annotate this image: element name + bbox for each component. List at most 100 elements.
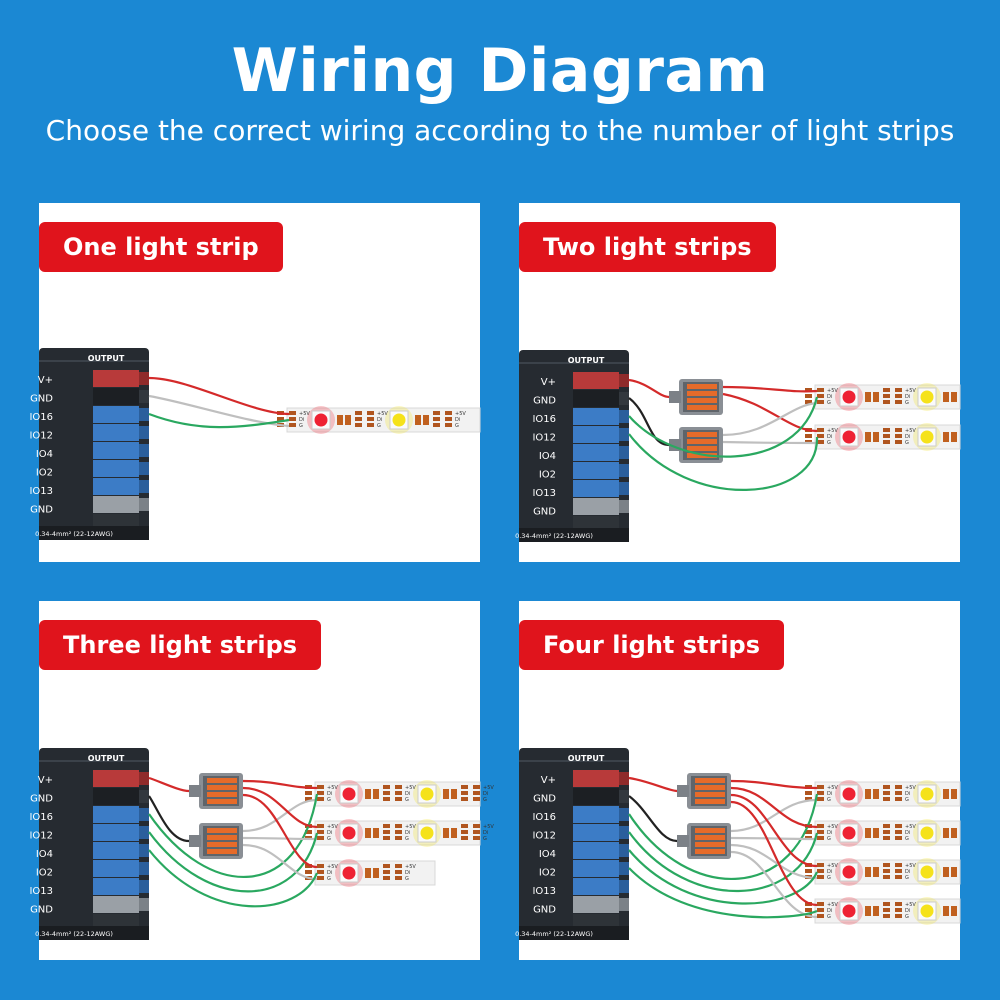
copper-pad [817,875,824,879]
pad-label-g: G [483,797,487,803]
copper-pad [317,797,324,801]
copper-pad [305,870,312,874]
wire-gnd-out [730,836,818,841]
copper-pad [383,870,390,874]
wire-vplus-out [730,786,818,829]
output-label: OUTPUT [88,354,125,363]
copper-pad [805,388,812,392]
pad-label-g: G [827,914,831,920]
copper-pad [895,875,902,879]
output-label: OUTPUT [88,754,125,763]
wire-gnd-out [242,836,318,841]
wire-gnd-out [722,440,818,445]
connector-lever [695,778,725,783]
connector-lever [695,842,725,847]
resistor [943,392,949,402]
copper-pad [317,785,324,789]
terminal-io [93,860,139,877]
resistor [365,828,371,838]
copper-pad [817,869,824,873]
pad-label-g: G [905,400,909,406]
copper-pad [805,791,812,795]
terminal-gnd [93,788,139,805]
connector-lever [687,391,717,396]
copper-pad [383,824,390,828]
copper-pad [461,797,468,801]
copper-pad [461,830,468,834]
wiring-diagram-one-strip: OUTPUTV+GNDIO16IO12IO4IO2IO13GND0.34-4mm… [29,348,481,540]
connector-input [189,835,201,847]
terminal-gnd [573,788,619,805]
pad-label-g: G [377,423,381,429]
pad-label-5v: +5V [905,428,916,434]
resistor [943,432,949,442]
pad-label-5v: +5V [455,411,466,417]
connector-lever [695,828,725,833]
copper-pad [383,836,390,840]
copper-pad [367,423,374,427]
pad-label-5v: +5V [299,411,310,417]
pad-label-di: Di [905,869,910,875]
terminal-io [573,426,619,443]
copper-pad [445,411,452,415]
terminal-label: GND [533,905,556,916]
pad-label-g: G [327,836,331,842]
connector-lever [687,384,717,389]
copper-pad [895,869,902,873]
copper-pad [445,423,452,427]
copper-pad [883,824,890,828]
copper-pad [805,869,812,873]
terminal-lever [139,808,149,821]
terminal-lever [619,410,629,423]
connector-input [677,835,689,847]
copper-pad [355,411,362,415]
terminal-label: IO2 [36,868,53,879]
copper-pad [805,797,812,801]
terminal-label: IO12 [29,431,53,442]
copper-pad [395,797,402,801]
terminal-label: IO13 [532,886,556,897]
pad-label-5v: +5V [827,863,838,869]
pad-label-g: G [905,875,909,881]
terminal-lever [139,772,149,785]
terminal-lever [139,426,149,439]
terminal-lever [139,898,149,911]
panel-label: Two light strips [519,222,776,272]
pad-label-di: Di [827,791,832,797]
copper-pad [883,797,890,801]
pad-label-g: G [455,423,459,429]
wire-data-1 [628,396,819,458]
terminal-lever [619,826,629,839]
copper-pad [817,902,824,906]
resistor [865,789,871,799]
controller-edge [519,362,629,364]
pad-label-5v: +5V [827,824,838,830]
terminal-io [93,478,139,495]
copper-pad [395,864,402,868]
copper-pad [317,791,324,795]
copper-pad [383,791,390,795]
copper-pad [317,836,324,840]
connector-lever [687,439,717,444]
pad-label-g: G [827,875,831,881]
terminal-label: GND [533,396,556,407]
terminal-io [573,806,619,823]
copper-pad [883,791,890,795]
copper-pad [305,791,312,795]
pad-label-di: Di [483,830,488,836]
led-light [342,826,356,840]
terminal-io [573,480,619,497]
copper-pad [805,830,812,834]
copper-pad [895,791,902,795]
copper-pad [883,875,890,879]
terminal-label: IO2 [539,470,556,481]
wire-data-2 [628,433,819,491]
wire-data [628,849,819,905]
led-light [920,390,934,404]
copper-pad [883,830,890,834]
terminal-label: IO13 [532,488,556,499]
pad-label-5v: +5V [405,864,416,870]
page-title: Wiring Diagram [231,36,769,106]
resistor [873,906,879,916]
led-light [842,390,856,404]
